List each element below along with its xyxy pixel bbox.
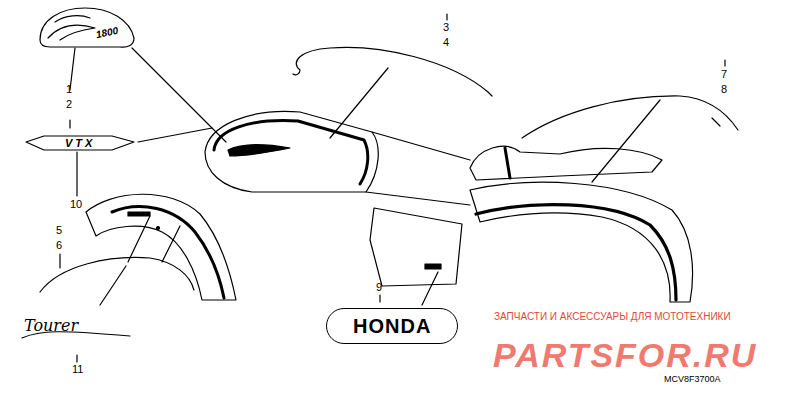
callout-number: 1 [66, 84, 72, 95]
emblem-badge: VTX [59, 136, 101, 150]
part-outline [446, 14, 447, 20]
drawing-code: MCV8F3700A [664, 375, 721, 384]
part-outline [422, 272, 438, 305]
part-outline [293, 47, 492, 96]
part-outline [505, 148, 510, 178]
part-outline [370, 208, 462, 286]
emblem-text: VTX [65, 137, 95, 149]
part-outline [40, 8, 134, 47]
callout-number: 4 [443, 37, 449, 48]
part-outline [476, 205, 676, 300]
part-outline [86, 194, 236, 300]
part-outline [379, 295, 380, 302]
part-outline [76, 152, 77, 196]
part-outline [138, 128, 212, 142]
callout-number: 11 [72, 364, 83, 375]
part-outline [425, 264, 441, 269]
part-outline [214, 121, 368, 184]
part-outline [128, 216, 150, 262]
part-outline [112, 206, 224, 298]
part-outline [228, 145, 290, 156]
part-outline [724, 60, 725, 66]
watermark: ЗАПЧАСТИ И АКСЕССУАРЫ ДЛЯ МОТОТЕХНИКИ [494, 312, 731, 322]
callout-number: 7 [721, 69, 727, 80]
part-outline [157, 227, 160, 230]
part-outline [55, 16, 90, 22]
part-outline [40, 257, 194, 292]
part-outline [59, 254, 60, 268]
part-outline [366, 192, 470, 205]
part-outline [470, 146, 662, 180]
part-outline [162, 226, 180, 262]
callout-number: 5 [56, 225, 62, 236]
part-outline [470, 182, 693, 302]
callout-number: 3 [443, 22, 449, 33]
part-outline [48, 25, 95, 40]
callout-number: 8 [721, 84, 727, 95]
callout-number: 9 [376, 282, 382, 293]
logo-script: Tourer [24, 318, 78, 334]
part-outline [330, 68, 388, 138]
part-outline [26, 136, 134, 150]
part-outline [132, 48, 226, 142]
part-outline [100, 266, 126, 305]
part-outline [76, 355, 77, 362]
part-outline [522, 96, 738, 138]
part-outline [205, 111, 378, 192]
emblem-badge: HONDA [326, 308, 458, 344]
callout-number: 10 [70, 199, 82, 210]
part-outline [128, 212, 150, 216]
emblem-text: HONDA [353, 315, 431, 337]
part-outline [592, 100, 660, 182]
callout-number: 2 [66, 99, 72, 110]
emblem-text: 1800 [95, 26, 119, 40]
part-outline [22, 8, 738, 362]
part-outline [372, 132, 470, 160]
callout-number: 6 [56, 240, 62, 251]
watermark: PARTSFOR.RU [493, 338, 757, 372]
